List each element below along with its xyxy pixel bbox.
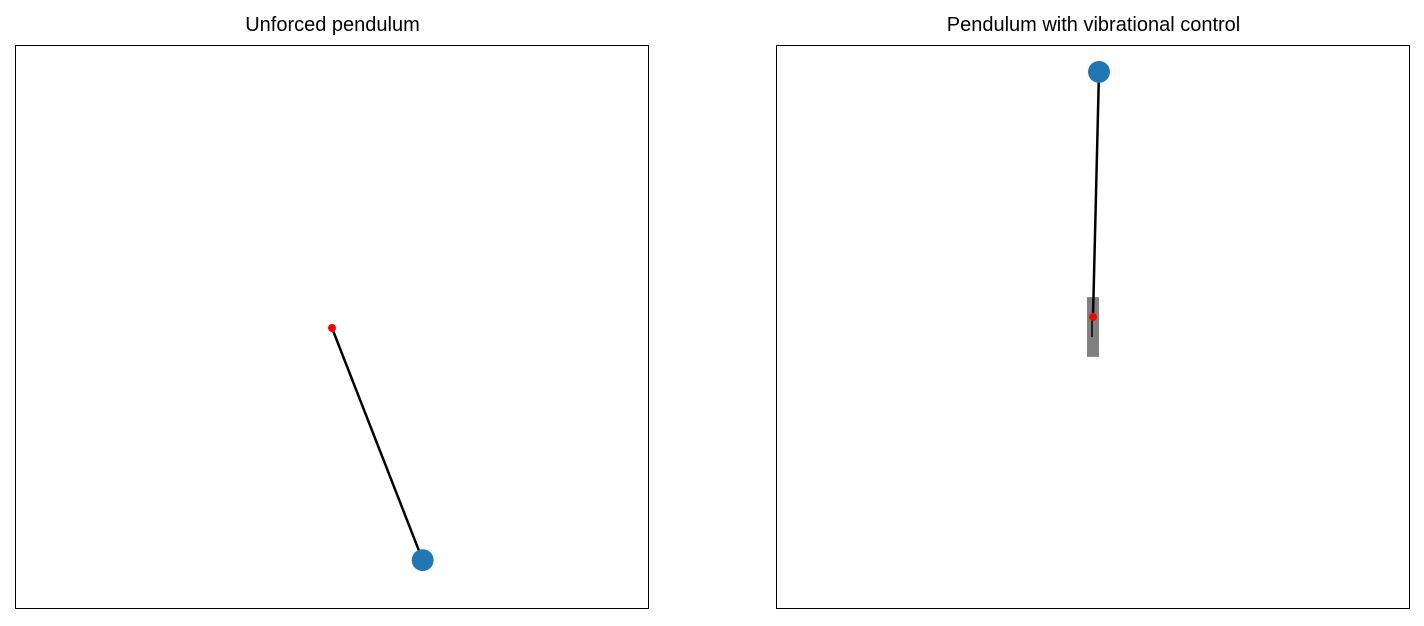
unforced-pendulum-axes — [15, 45, 649, 609]
controlled-pendulum-bob — [1088, 60, 1110, 83]
controlled-pendulum-rod — [1091, 71, 1101, 318]
left-panel-title: Unforced pendulum — [245, 14, 420, 36]
unforced-pendulum-rod — [330, 327, 424, 561]
unforced-pendulum-bob — [411, 549, 434, 572]
vibrational-control-canvas — [1087, 60, 1110, 357]
right-panel-title: Pendulum with vibrational control — [946, 14, 1241, 36]
unforced-pendulum-pivot — [328, 324, 336, 332]
vibrational-control-axes — [776, 45, 1410, 609]
controlled-pendulum-pivot — [1089, 313, 1097, 322]
vibrating-support-bar — [1087, 297, 1099, 357]
unforced-pendulum-canvas — [328, 324, 434, 572]
